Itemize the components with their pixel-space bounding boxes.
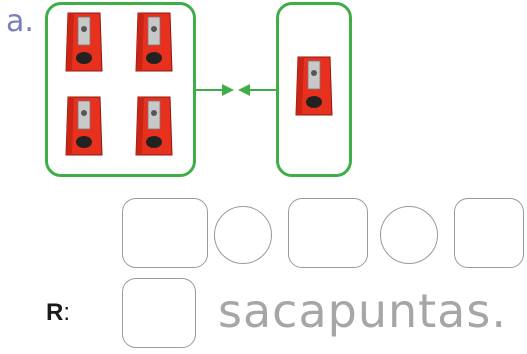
pencil-sharpener-icon — [135, 96, 173, 156]
pencil-sharpener-icon — [135, 12, 173, 72]
answer-unit-text: sacapuntas. — [218, 284, 507, 338]
answer-prefix: R: — [46, 298, 70, 328]
right-group-box — [276, 2, 352, 177]
operand-box-1[interactable] — [122, 198, 208, 268]
item-label: a. — [6, 4, 34, 39]
pencil-sharpener-icon — [295, 56, 333, 116]
answer-prefix-letter: R — [46, 299, 64, 326]
pencil-sharpener-icon — [65, 12, 103, 72]
answer-prefix-colon: : — [63, 299, 71, 326]
join-arrows — [196, 84, 276, 96]
result-box[interactable] — [454, 198, 524, 268]
operator-circle-2[interactable] — [380, 206, 438, 264]
arrow-right-icon — [222, 84, 234, 96]
operand-box-2[interactable] — [288, 198, 368, 268]
left-group-box — [45, 2, 196, 177]
pencil-sharpener-icon — [65, 96, 103, 156]
arrow-left-icon — [238, 84, 250, 96]
operator-circle-1[interactable] — [214, 206, 272, 264]
answer-box[interactable] — [122, 278, 196, 348]
